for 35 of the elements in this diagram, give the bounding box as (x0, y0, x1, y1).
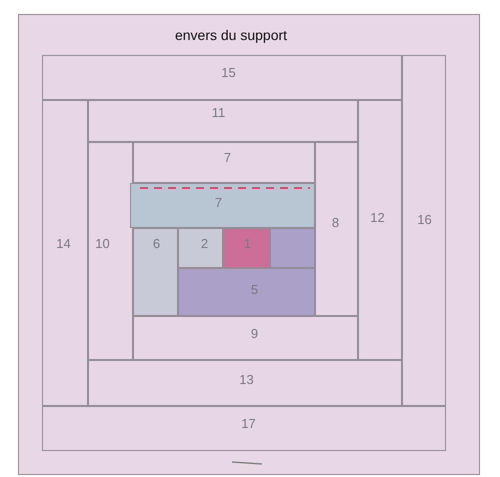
strip-number: 12 (370, 210, 385, 224)
fabric-strip (358, 100, 402, 360)
strip-number: 8 (332, 216, 340, 230)
fabric-strip (402, 54, 446, 406)
fabric-strip (178, 228, 222, 268)
backing-panel (18, 14, 480, 475)
strip-number: 11 (212, 106, 226, 120)
fabric-strip (314, 142, 358, 316)
fabric-strip (88, 142, 132, 360)
strip-number: 5 (250, 282, 258, 296)
strip-number: 15 (221, 66, 236, 80)
strip-number: 7 (224, 150, 232, 164)
strip-number: 10 (95, 236, 110, 250)
fabric-strip (42, 100, 88, 406)
fabric-strip (88, 360, 402, 406)
strip-number: 9 (250, 326, 258, 340)
strip-number: 6 (152, 236, 160, 250)
heading: envers du support (174, 27, 288, 43)
fabric-strip (42, 54, 402, 100)
strip-number: 17 (241, 416, 256, 430)
strip-number: 1 (244, 236, 252, 250)
strip-number: 14 (56, 236, 71, 250)
strip-number: 7 (214, 196, 222, 210)
fabric-strip (132, 316, 358, 360)
fabric-strip (132, 142, 314, 182)
fabric-strip (222, 228, 270, 268)
strip-number: 13 (239, 372, 254, 386)
strip-number: 2 (200, 236, 208, 250)
fabric-strip (42, 406, 446, 450)
fabric-strip (132, 228, 178, 316)
fabric-strip (178, 268, 314, 316)
fabric-strip (270, 228, 314, 268)
fabric-strip (88, 100, 358, 142)
strip-number: 16 (417, 212, 432, 226)
fabric-strip (130, 182, 314, 228)
